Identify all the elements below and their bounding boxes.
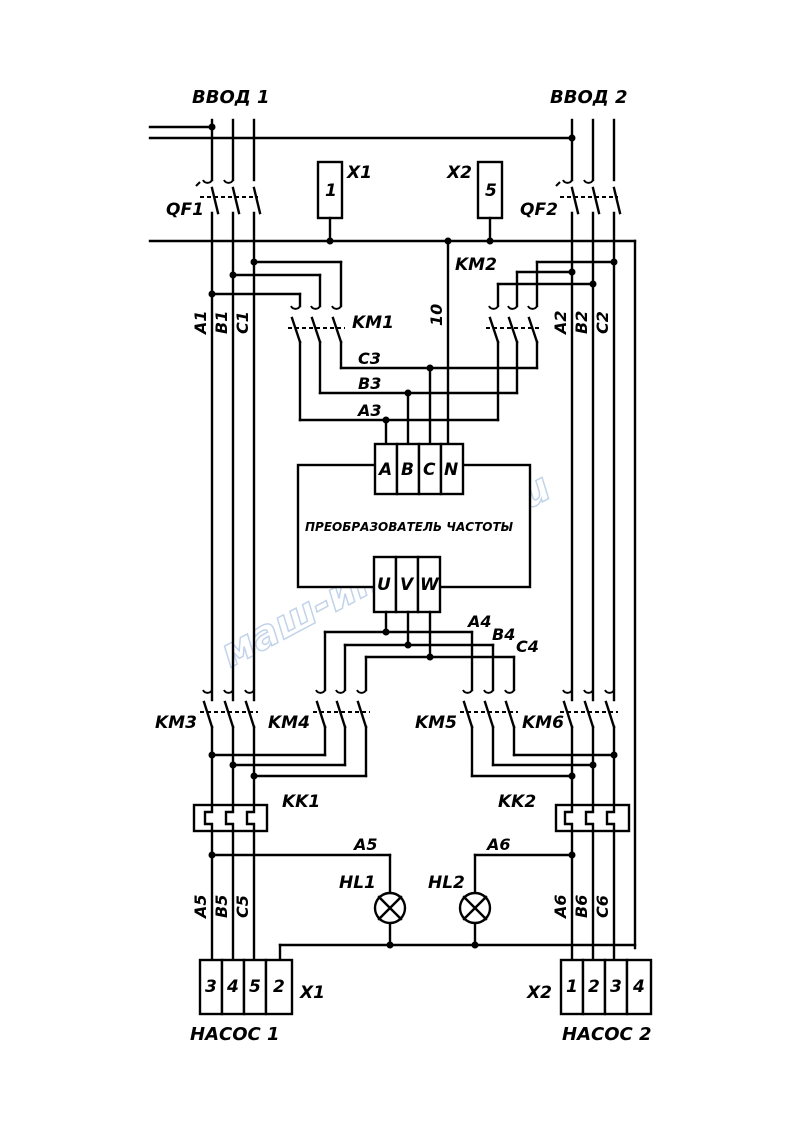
km3-label: KM3 xyxy=(155,713,197,733)
km4-contactor xyxy=(208,689,370,780)
converter-input-a: A xyxy=(377,460,392,480)
kk1-label: KK1 xyxy=(282,792,320,812)
km4-label: KM4 xyxy=(268,713,310,733)
wire-a6-lamp: A6 xyxy=(485,835,511,854)
input-2-label: ВВОД 2 xyxy=(550,87,628,108)
hl1-label: HL1 xyxy=(339,873,376,893)
wire-b1: B1 xyxy=(212,311,231,334)
converter-output-wiring xyxy=(323,610,516,692)
converter-input-c: C xyxy=(423,460,436,480)
wire-10: 10 xyxy=(427,304,446,326)
x1-top-label: X1 xyxy=(346,163,372,183)
svg-text:3: 3 xyxy=(205,977,217,997)
converter-title: ПРЕОБРАЗОВАТЕЛЬ ЧАСТОТЫ xyxy=(305,520,514,534)
svg-text:1: 1 xyxy=(566,977,578,997)
converter-input-wiring xyxy=(298,239,539,446)
wire-b5: B5 xyxy=(212,895,231,918)
wire-a5-lamp: A5 xyxy=(352,835,378,854)
km3-contactor xyxy=(200,689,258,807)
wire-a3: A3 xyxy=(356,401,382,420)
x1-bottom-label: X1 xyxy=(299,983,325,1003)
wire-a1: A1 xyxy=(191,310,210,336)
svg-text:5: 5 xyxy=(249,977,261,997)
wire-c3: C3 xyxy=(358,349,381,368)
km1-label: KM1 xyxy=(352,313,394,333)
svg-text:4: 4 xyxy=(632,977,645,997)
pump-2-label: НАСОС 2 xyxy=(562,1024,652,1045)
svg-text:2: 2 xyxy=(588,977,600,997)
pump1-terminal-block: 3 4 5 2 xyxy=(198,958,294,1016)
terminal-x2-top: 5 xyxy=(476,160,504,243)
wire-c1: C1 xyxy=(233,311,252,334)
km5-contactor xyxy=(460,689,618,780)
converter-output-u: U xyxy=(377,575,391,595)
wire-c6: C6 xyxy=(593,895,612,918)
km1-wiring xyxy=(208,258,345,422)
pump-1-label: НАСОС 1 xyxy=(190,1024,280,1045)
wire-a2: A2 xyxy=(551,310,570,336)
qf2-breaker xyxy=(555,179,622,702)
km5-label: KM5 xyxy=(415,713,457,733)
wire-b4: B4 xyxy=(492,625,515,644)
qf1-label: QF1 xyxy=(166,200,204,220)
qf2-label: QF2 xyxy=(520,200,558,220)
converter-input-b: B xyxy=(401,460,414,480)
wire-b6: B6 xyxy=(572,895,591,918)
wire-b3: B3 xyxy=(358,374,381,393)
svg-text:4: 4 xyxy=(226,977,239,997)
pump2-terminal-block: 1 2 3 4 xyxy=(559,958,653,1016)
wire-c5: C5 xyxy=(233,895,252,918)
hl2-lamp xyxy=(458,891,492,925)
input-1-label: ВВОД 1 xyxy=(192,87,270,108)
kk2-thermal-relay xyxy=(554,803,631,962)
wire-a6: A6 xyxy=(551,894,570,920)
converter-input-n: N xyxy=(444,460,458,480)
converter-output-v: V xyxy=(400,575,415,595)
svg-text:1: 1 xyxy=(325,181,337,201)
lamp-wiring xyxy=(208,851,637,962)
km2-wiring xyxy=(486,258,618,422)
terminal-x1-top: 1 xyxy=(316,160,344,243)
wire-c2: C2 xyxy=(593,311,612,334)
x2-top-label: X2 xyxy=(446,163,472,183)
frequency-converter: A B C N ПРЕОБРАЗОВАТЕЛЬ ЧАСТОТЫ U V W xyxy=(296,442,532,614)
wire-c4: C4 xyxy=(516,637,539,656)
wire-b2: B2 xyxy=(572,311,591,334)
km6-label: KM6 xyxy=(522,713,564,733)
svg-text:5: 5 xyxy=(485,181,497,201)
kk2-label: KK2 xyxy=(498,792,536,812)
hl1-lamp xyxy=(373,891,407,925)
hl2-label: HL2 xyxy=(428,873,465,893)
km2-label: KM2 xyxy=(455,255,497,275)
wire-a5: A5 xyxy=(191,894,210,920)
kk1-thermal-relay xyxy=(192,803,269,962)
x2-bottom-label: X2 xyxy=(526,983,552,1003)
converter-output-w: W xyxy=(420,575,440,595)
km6-contactor xyxy=(560,689,618,807)
svg-text:3: 3 xyxy=(610,977,622,997)
wire-a4: A4 xyxy=(466,612,492,631)
svg-text:2: 2 xyxy=(273,977,285,997)
